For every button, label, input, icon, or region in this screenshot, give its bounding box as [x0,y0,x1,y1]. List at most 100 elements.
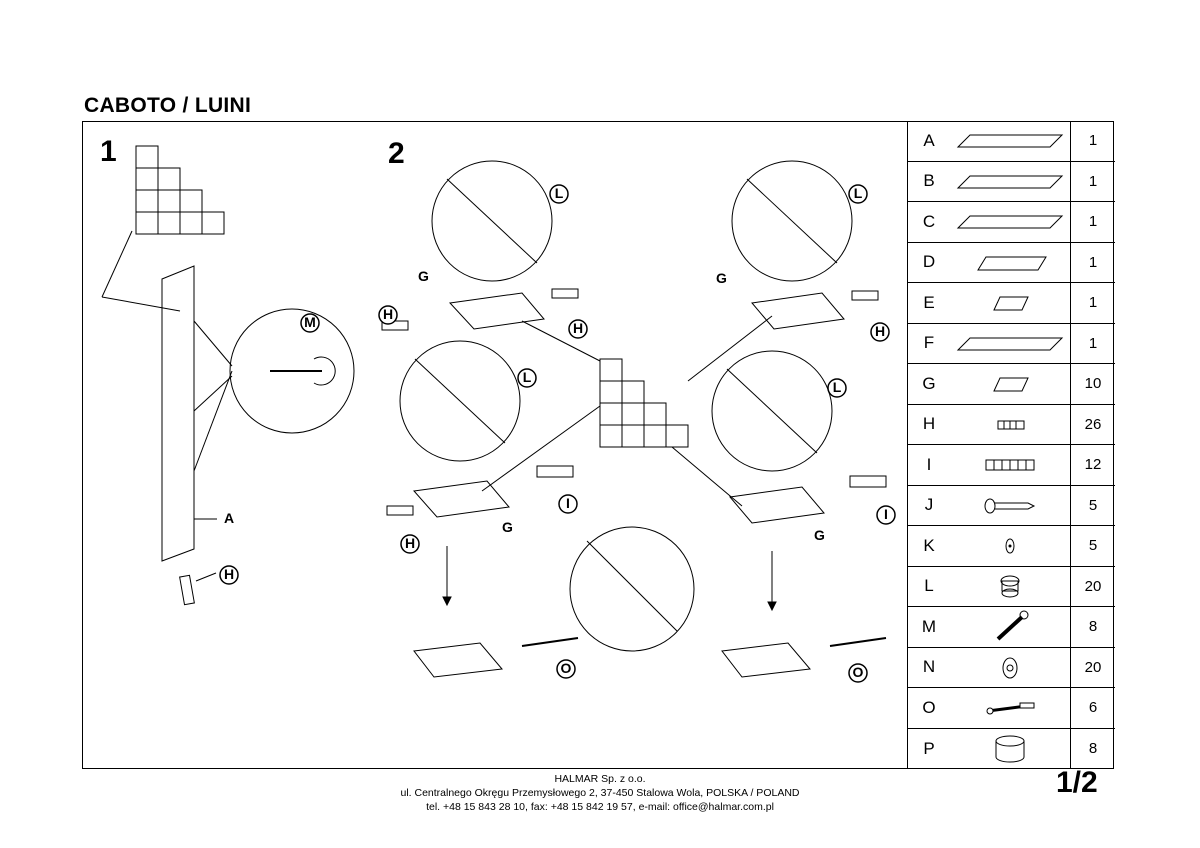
document-title: CABOTO / LUINI [84,94,252,117]
part-quantity: 1 [1070,161,1115,201]
part-letter: P [923,738,935,758]
panel-lower-right [721,642,811,678]
part-letter: I [926,454,932,474]
part-row: N 20 [908,647,1115,688]
foot-icon [950,729,1070,770]
footer: HALMAR Sp. z o.o. ul. Centralnego Okręgu… [380,772,820,814]
cam-bolt-icon [950,607,1070,647]
cam-lock-icon [950,567,1070,607]
panel-g-3 [413,480,510,518]
part-letter: O [922,697,936,717]
label-g-3: G [502,519,513,535]
label-g-1: G [418,268,429,284]
part-quantity: 26 [1070,404,1115,444]
part-letter: F [923,333,935,353]
part-letter: E [923,292,935,312]
medium-panel-icon [950,243,1070,283]
callout-m: M [304,314,316,330]
panel-lower-left [413,642,503,678]
part-letter: N [922,657,936,677]
callout-o-1: O [561,660,572,676]
part-quantity: 8 [1070,728,1115,769]
detail-circle-bottom [569,526,695,652]
small-panel-icon [950,364,1070,404]
part-quantity: 6 [1070,688,1115,728]
small-panel-icon [950,283,1070,323]
part-quantity: 10 [1070,364,1115,404]
part-quantity: 12 [1070,445,1115,485]
wood-screw-icon [950,486,1070,526]
detail-circle-tr [731,160,853,282]
panel-g-1 [448,292,545,330]
part-quantity: 1 [1070,242,1115,282]
detail-circle-m [229,308,355,434]
part-quantity: 5 [1070,485,1115,525]
part-row: I 12 [908,445,1115,486]
panel-g-4 [729,486,825,524]
part-letter: G [922,373,936,393]
part-letter: L [924,576,934,596]
long-panel-icon [950,121,1070,161]
part-letter: C [922,211,936,231]
long-panel-icon [950,202,1070,242]
part-letter: H [922,414,936,434]
part-quantity: 1 [1070,202,1115,242]
callout-l-2: L [854,185,863,201]
part-letter: B [923,171,935,191]
step-2-number: 2 [388,137,405,170]
callout-h-3: H [875,323,885,339]
label-a: A [224,510,234,526]
part-quantity: 1 [1070,121,1115,161]
detail-circle-ml [399,340,521,462]
long-panel-icon [950,162,1070,202]
part-quantity: 5 [1070,526,1115,566]
part-quantity: 20 [1070,566,1115,606]
panel-g-2 [751,292,845,330]
step-1-number: 1 [100,135,117,168]
callout-i-2: I [884,506,888,522]
callout-h-2: H [573,320,583,336]
cover-cap-icon [950,648,1070,688]
assembly-drawing: H M H H L L H L L H I I O O A G G G G [101,145,896,683]
footer-address: ul. Centralnego Okręgu Przemysłowego 2, … [400,787,800,799]
part-letter: K [923,535,935,555]
part-letter: D [922,252,936,272]
part-quantity: 20 [1070,647,1115,687]
label-g-4: G [814,527,825,543]
part-quantity: 8 [1070,607,1115,647]
page-number: 1/2 [1056,766,1098,799]
instruction-frame [82,121,1114,769]
callout-h-step1: H [224,566,234,582]
shelf-unit-center [599,358,689,448]
callout-l-4: L [833,379,842,395]
callout-i-1: I [566,495,570,511]
part-letter: M [921,616,937,636]
callout-l-1: L [555,185,564,201]
callout-l-3: L [523,369,532,385]
detail-circle-tl [431,160,553,282]
screw-cap-icon [950,526,1070,566]
part-quantity: 1 [1070,323,1115,363]
small-dowel-icon [950,405,1070,445]
callout-h-4: H [405,535,415,551]
connector-bolt-icon [950,688,1070,728]
footer-company: HALMAR Sp. z o.o. [554,773,646,785]
callout-o-2: O [853,664,864,680]
panel-a [161,265,195,562]
part-row: H 26 [908,404,1115,445]
part-letter: J [924,495,934,515]
part-quantity: 1 [1070,283,1115,323]
part-row: G 10 [908,364,1115,405]
detail-circle-mr [711,350,833,472]
long-panel-icon [950,324,1070,364]
